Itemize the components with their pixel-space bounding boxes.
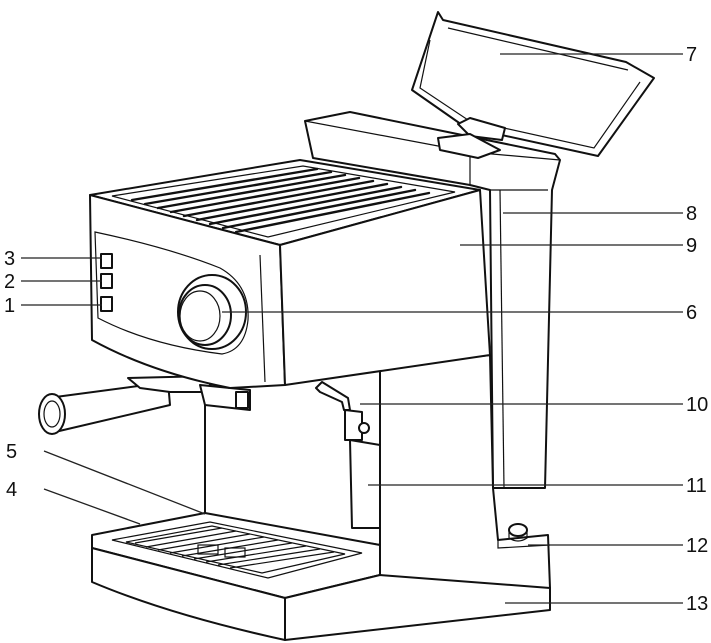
- drip-tray: [91, 367, 551, 641]
- callout-10: 10: [686, 394, 708, 416]
- steam-wand: [315, 381, 381, 529]
- button-3: [100, 253, 113, 269]
- callout-8: 8: [686, 203, 697, 225]
- button-2: [100, 273, 113, 289]
- callout-12: 12: [686, 535, 708, 557]
- machine-head: [89, 159, 491, 389]
- callout-4: 4: [6, 479, 17, 501]
- callout-13: 13: [686, 593, 708, 615]
- callout-labels: 3 2 1 5 4 7 8 9 6 10 11 12 13: [4, 44, 708, 615]
- leader-lines: [21, 53, 683, 604]
- callout-11: 11: [686, 475, 707, 497]
- portafilter: [38, 375, 251, 435]
- button-1: [100, 296, 113, 312]
- callout-2: 2: [4, 271, 15, 293]
- tank-lid: [411, 11, 655, 159]
- rear-column: [379, 354, 551, 601]
- drip-grate: [134, 527, 335, 569]
- callout-7: 7: [686, 44, 697, 66]
- selector-dial: [177, 274, 247, 350]
- callout-9: 9: [686, 235, 697, 257]
- cup-warmer: [111, 165, 456, 238]
- callout-5: 5: [6, 441, 17, 463]
- callout-6: 6: [686, 302, 697, 324]
- callout-1: 1: [4, 295, 15, 317]
- control-buttons: [100, 253, 113, 312]
- knob-12: [508, 523, 528, 537]
- callout-3: 3: [4, 248, 15, 270]
